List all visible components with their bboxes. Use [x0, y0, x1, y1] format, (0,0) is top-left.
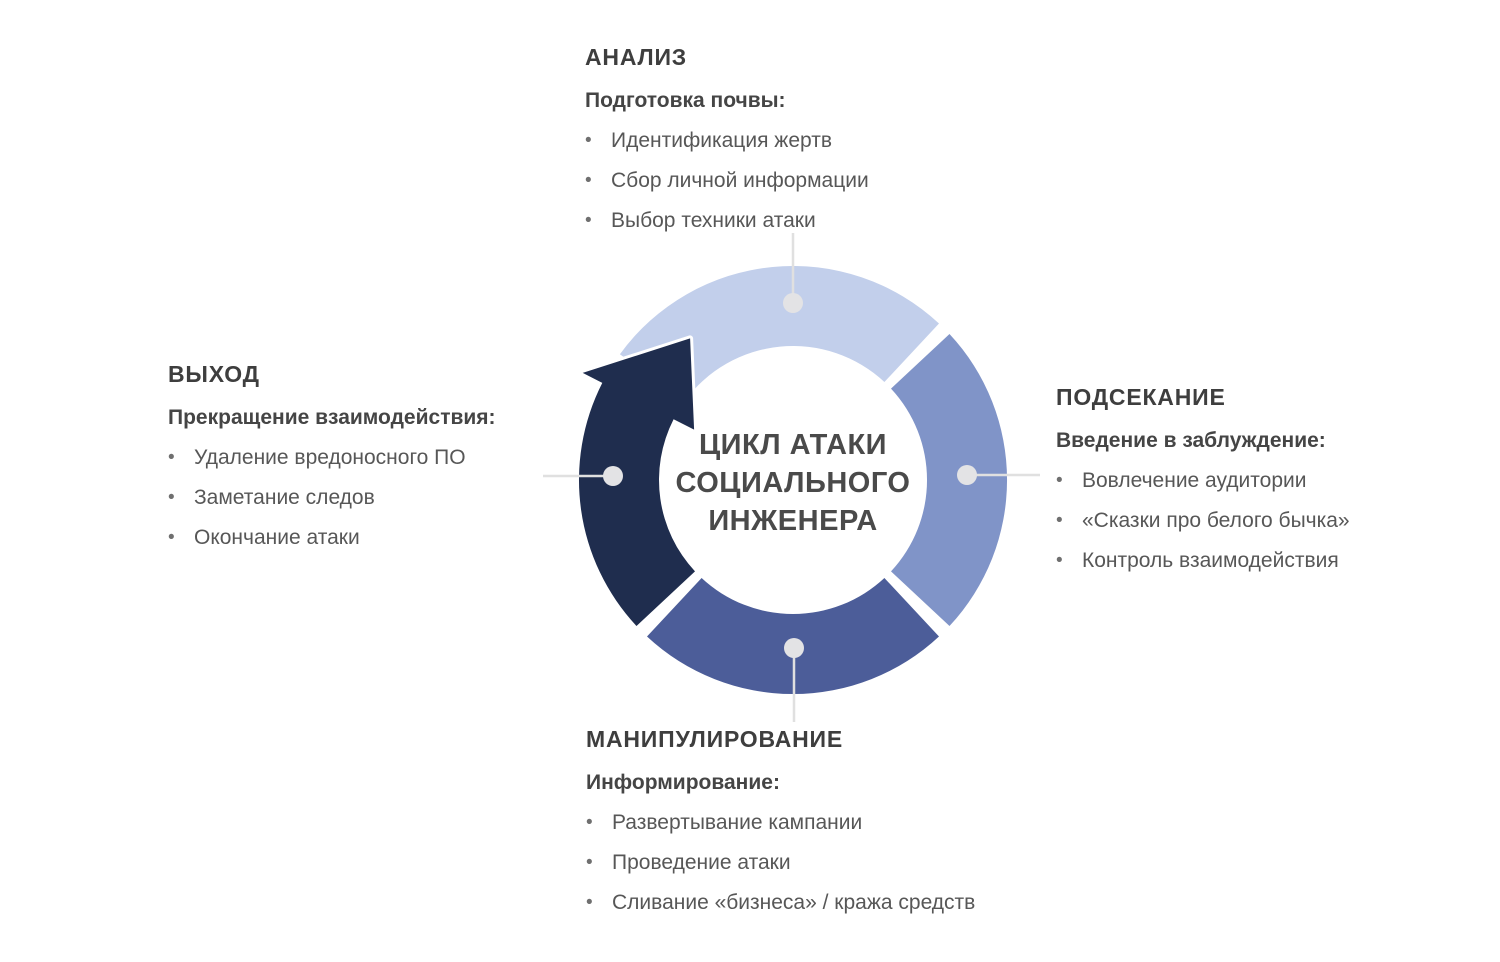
connector-dot-hooking: [957, 465, 977, 485]
arc-exit-arrow-segment: [576, 335, 698, 629]
section-hooking-subheading: Введение в заблуждение:: [1056, 429, 1326, 452]
list-item-text: Сбор личной информации: [611, 169, 869, 192]
list-item-text: Удаление вредоносного ПО: [194, 446, 466, 469]
list-item-text: Контроль взаимодействия: [1082, 549, 1339, 572]
bullet-icon: •: [586, 852, 593, 873]
list-item: • Вовлечение аудитории: [1056, 469, 1350, 493]
list-item: • Удаление вредоносного ПО: [168, 446, 496, 470]
bullet-icon: •: [586, 812, 593, 833]
section-hooking-list: • Вовлечение аудитории • «Сказки про бел…: [1056, 469, 1350, 573]
arc-manipulation-segment: [647, 578, 939, 695]
center-title-line: ИНЖЕНЕРА: [708, 505, 878, 537]
connector-dot-analysis: [783, 293, 803, 313]
list-item-text: «Сказки про белого бычка»: [1082, 509, 1350, 532]
list-item-text: Развертывание кампании: [612, 811, 863, 834]
section-hooking: ПОДСЕКАНИЕ Введение в заблуждение: • Вов…: [1056, 384, 1350, 589]
list-item-text: Выбор техники атаки: [611, 209, 816, 232]
section-manipulation-list: • Развертывание кампании • Проведение ат…: [586, 811, 975, 915]
bullet-icon: •: [585, 210, 592, 231]
section-manipulation-subheading: Информирование:: [586, 771, 780, 794]
section-exit: ВЫХОД Прекращение взаимодействия: • Удал…: [168, 361, 496, 566]
list-item: • Контроль взаимодействия: [1056, 549, 1350, 573]
list-item-text: Вовлечение аудитории: [1082, 469, 1307, 492]
section-exit-subheading: Прекращение взаимодействия:: [168, 406, 496, 429]
bullet-icon: •: [168, 527, 175, 548]
list-item-text: Проведение атаки: [612, 851, 791, 874]
list-item: • Развертывание кампании: [586, 811, 975, 835]
connector-dot-exit: [603, 466, 623, 486]
section-analysis-subheading: Подготовка почвы:: [585, 89, 786, 112]
list-item-text: Окончание атаки: [194, 526, 360, 549]
section-manipulation: МАНИПУЛИРОВАНИЕ Информирование: • Развер…: [586, 726, 975, 931]
list-item: • Заметание следов: [168, 486, 496, 510]
list-item: • «Сказки про белого бычка»: [1056, 509, 1350, 533]
connector-dot-manipulation: [784, 638, 804, 658]
list-item: • Окончание атаки: [168, 526, 496, 550]
list-item: • Проведение атаки: [586, 851, 975, 875]
list-item-text: Сливание «бизнеса» / кража средств: [612, 891, 976, 914]
section-exit-list: • Удаление вредоносного ПО • Заметание с…: [168, 446, 496, 550]
bullet-icon: •: [585, 170, 592, 191]
section-manipulation-heading: МАНИПУЛИРОВАНИЕ: [586, 726, 844, 752]
arc-hooking-segment: [891, 334, 1008, 626]
bullet-icon: •: [1056, 510, 1063, 531]
arc-analysis-segment: [619, 265, 939, 402]
section-analysis: АНАЛИЗ Подготовка почвы: • Идентификация…: [585, 44, 869, 249]
bullet-icon: •: [585, 130, 592, 151]
bullet-icon: •: [168, 447, 175, 468]
list-item: • Идентификация жертв: [585, 129, 869, 153]
list-item-text: Заметание следов: [194, 486, 375, 509]
list-item: • Выбор техники атаки: [585, 209, 869, 233]
list-item-text: Идентификация жертв: [611, 129, 832, 152]
center-title-line: ЦИКЛ АТАКИ: [698, 429, 887, 461]
bullet-icon: •: [1056, 550, 1063, 571]
cycle-center-title: ЦИКЛ АТАКИ СОЦИАЛЬНОГО ИНЖЕНЕРА: [618, 426, 968, 540]
section-analysis-heading: АНАЛИЗ: [585, 44, 687, 70]
section-hooking-heading: ПОДСЕКАНИЕ: [1056, 384, 1226, 410]
bullet-icon: •: [1056, 470, 1063, 491]
section-analysis-list: • Идентификация жертв • Сбор личной инфо…: [585, 129, 869, 233]
list-item: • Сливание «бизнеса» / кража средств: [586, 891, 975, 915]
center-title-line: СОЦИАЛЬНОГО: [675, 467, 911, 499]
bullet-icon: •: [168, 487, 175, 508]
list-item: • Сбор личной информации: [585, 169, 869, 193]
bullet-icon: •: [586, 892, 593, 913]
section-exit-heading: ВЫХОД: [168, 361, 260, 387]
